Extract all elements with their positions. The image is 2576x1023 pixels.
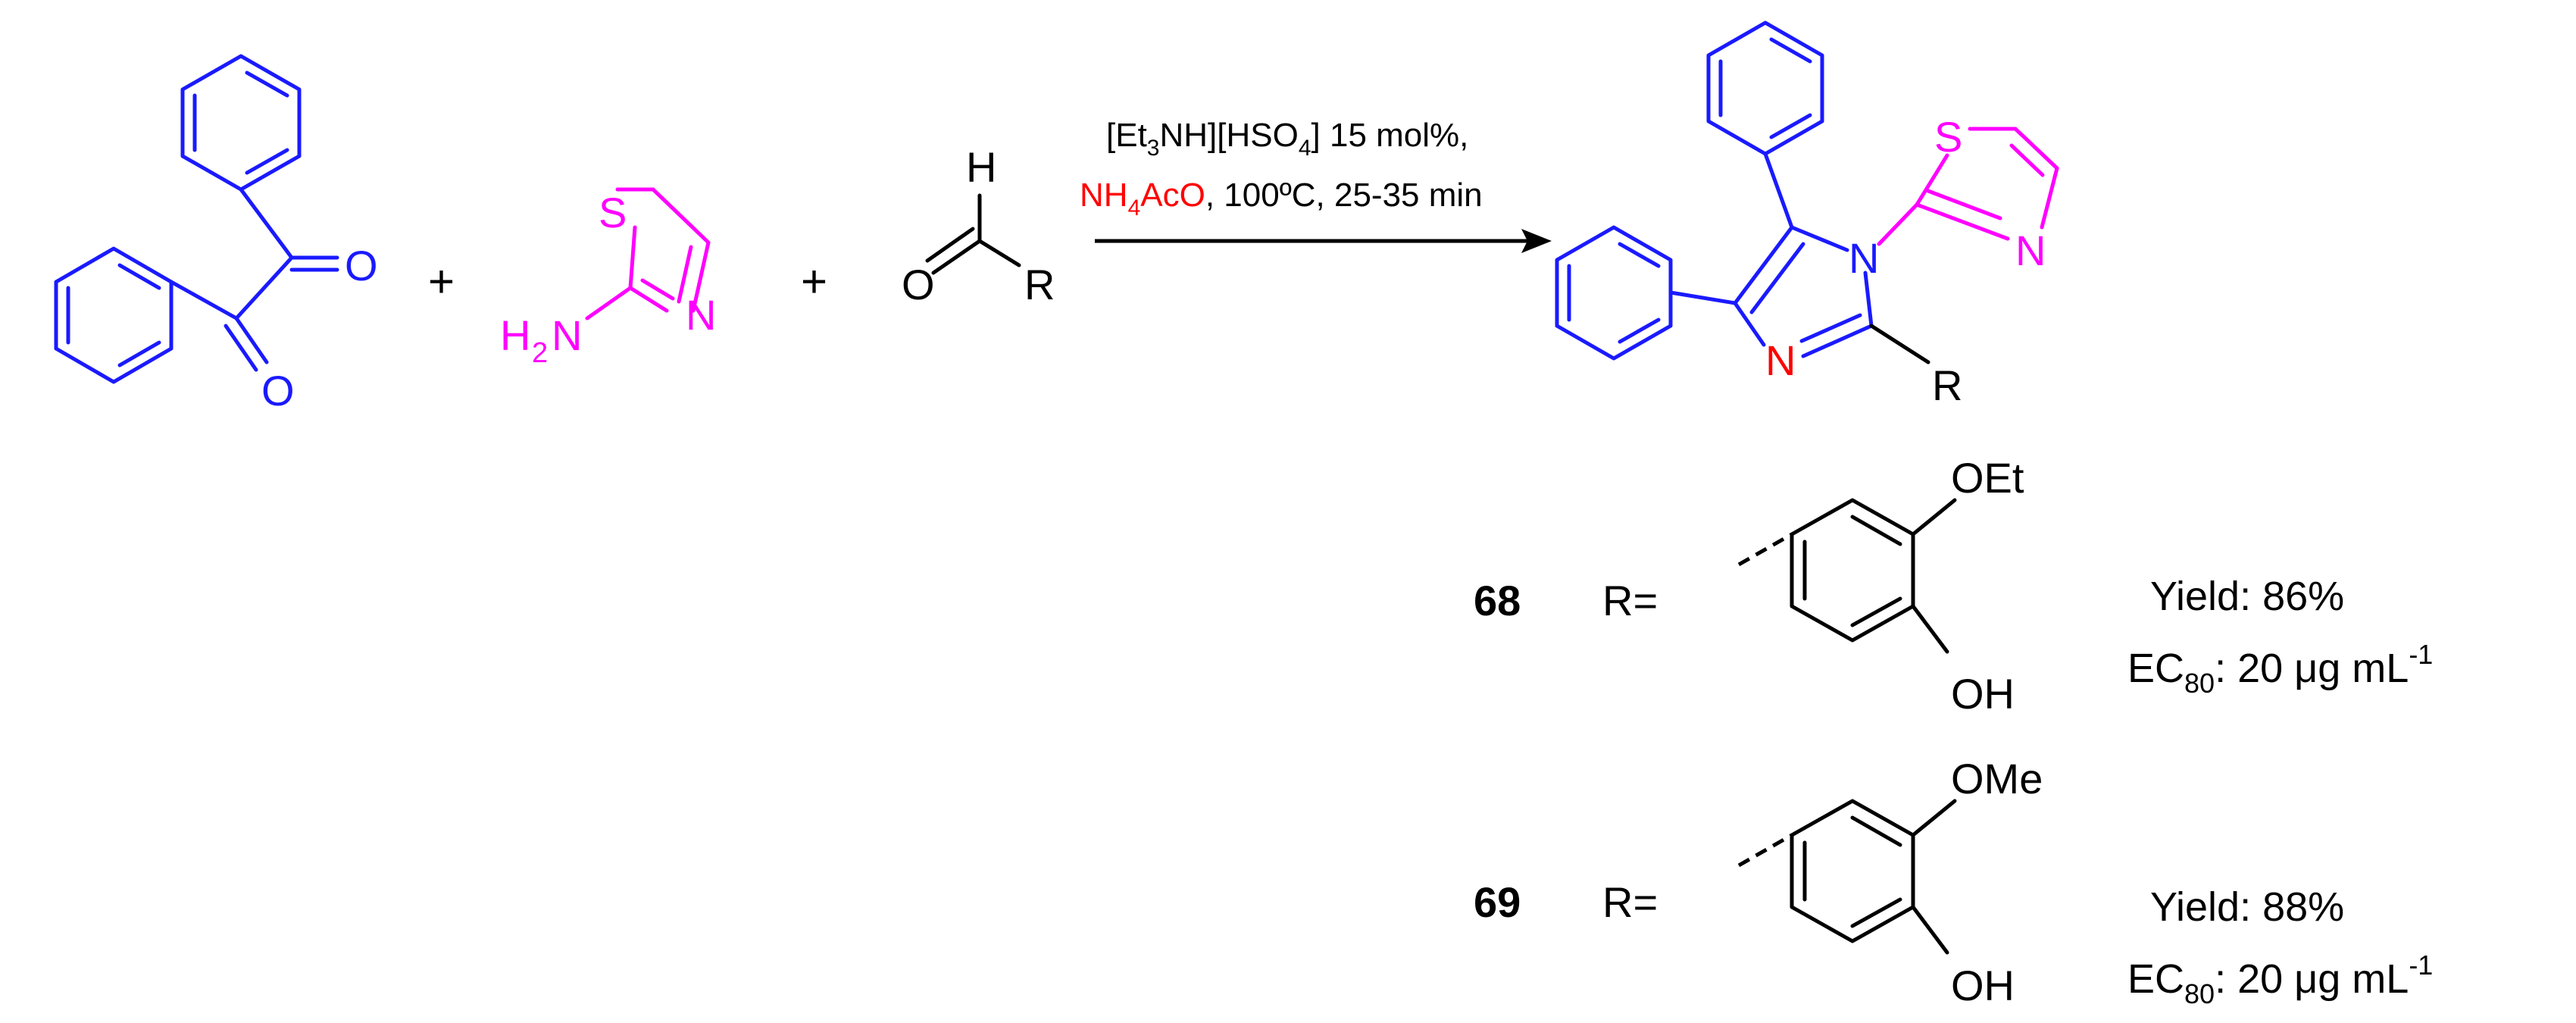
benzil-carbonyl-bond (234, 316, 269, 364)
entry-ec80: EC80: 20 μg mL-1 (2127, 949, 2433, 1009)
reaction-conditions: [Et3NH][HSO4] 15 mol%, NH4AcO, 100ºC, 25… (1080, 117, 1483, 221)
product-top-ring-inner-bond (1769, 113, 1812, 139)
product-left-phenyl-ring (1555, 225, 1673, 361)
product-left-ring-inner-bond (1618, 318, 1661, 344)
entry-number: 68 (1474, 577, 1521, 624)
benzil-bond (169, 280, 239, 321)
aryl-ring-inner-bond (1850, 815, 1902, 847)
aldehyde-bond (977, 239, 1021, 267)
product-thiazole-bond (2013, 127, 2059, 170)
imidazole-c4-c5-bond (1733, 225, 1794, 305)
benzil-lower-phenyl-ring (54, 246, 174, 384)
alkoxy-bond (1911, 498, 1957, 537)
aldehyde-molecule: H O R (902, 143, 1055, 308)
entry-yield: Yield: 88% (2150, 884, 2344, 930)
aldehyde-carbonyl-bond (925, 227, 975, 263)
product-r-bond (1869, 324, 1930, 364)
product-top-ring-inner-bond (1769, 37, 1812, 64)
benzil-carbonyl-bond (224, 324, 258, 372)
hydroxy-bond (1911, 604, 1949, 654)
entry-number: 69 (1474, 878, 1521, 926)
aryl-ring-inner-bond (1850, 515, 1902, 546)
imidazole-c2-n3-bond (1799, 313, 1862, 343)
imidazole-product: N N R S N (1555, 20, 2059, 409)
product-n1: N (1849, 234, 1879, 282)
benzil-upper-phenyl-ring (180, 54, 302, 192)
product-left-ring-inner-bond (1618, 242, 1661, 268)
aminothiazole-nitrogen: N (686, 291, 716, 339)
aminothiazole-ring-bond (651, 187, 711, 313)
imidazole-c4-c5-bond (1749, 242, 1805, 314)
aldehyde-hydrogen: H (966, 143, 996, 191)
substituent-top: OEt (1951, 454, 2024, 502)
reaction-arrow-head (1521, 229, 1552, 253)
aminothiazole-ring-bond (628, 286, 669, 313)
benzil-lower-ring-inner-bond (117, 263, 161, 290)
benzil-oxygen-bottom: O (261, 367, 295, 415)
product-thiazole-bond (2009, 143, 2045, 177)
substituent-bottom: OH (1951, 670, 2015, 718)
aminothiazole-molecule: S N H 2 N (500, 187, 716, 369)
benzil-bond (234, 255, 294, 321)
attachment-dashed-bond (1737, 532, 1793, 567)
product-thiazole-bond (1926, 189, 2002, 221)
hydroxy-bond (1911, 905, 1949, 955)
product-thiazole-sulfur: S (1934, 113, 1962, 161)
imidazole-n1-c2-bond (1863, 271, 1874, 328)
aryl-ring-inner-bond (1850, 897, 1902, 928)
entry-69: 69 R= OMe OH Yield: 88% EC80: 20 μg mL-1 (1474, 755, 2433, 1009)
aryl-ring (1790, 498, 1915, 643)
benzil-bond (239, 187, 294, 260)
product-thiazole-nitrogen: N (2015, 227, 2046, 274)
plus-sign-1: + (428, 256, 455, 307)
entry-r-label: R= (1602, 878, 1658, 926)
aldehyde-carbonyl-bond (931, 239, 982, 275)
aminothiazole-amine-bond (585, 286, 633, 321)
aldehyde-r-group: R (1024, 261, 1055, 308)
aldehyde-oxygen: O (902, 261, 935, 308)
aryl-ring (1790, 799, 1915, 943)
product-thiazole-bond (1915, 202, 2010, 241)
imidazole-c5-n1-bond (1790, 225, 1849, 252)
alkoxy-bond (1911, 799, 1957, 837)
product-n-thiazole-bond (1877, 202, 1919, 246)
aryl-ring-inner-bond (1850, 596, 1902, 627)
aminothiazole-amine-n: N (552, 311, 582, 359)
conditions-line-2: NH4AcO, 100ºC, 25-35 min (1080, 177, 1483, 221)
imidazole-c2-n3-bond (1801, 324, 1874, 358)
benzil-oxygen-top: O (345, 242, 378, 289)
aminothiazole-sulfur: S (599, 189, 627, 236)
aminothiazole-ring-bond (640, 278, 675, 301)
substituent-bottom: OH (1951, 962, 2015, 1009)
benzil-molecule: O O (54, 54, 378, 415)
benzil-upper-ring-inner-bond (245, 70, 289, 98)
aminothiazole-amine-h: H (500, 311, 530, 359)
benzil-lower-ring-inner-bond (117, 340, 161, 368)
substituent-top: OMe (1951, 755, 2043, 802)
entry-ec80: EC80: 20 μg mL-1 (2127, 639, 2433, 699)
attachment-dashed-bond (1737, 833, 1793, 868)
benzil-upper-ring-inner-bond (245, 148, 289, 175)
product-phenyl-link-bond (1763, 152, 1794, 230)
entry-r-label: R= (1602, 577, 1658, 624)
aminothiazole-ring-bond (628, 225, 637, 290)
imidazole-c4-n3-bond (1733, 301, 1766, 347)
conditions-line-1: [Et3NH][HSO4] 15 mol%, (1106, 117, 1468, 161)
product-n3: N (1765, 336, 1796, 384)
product-r-group: R (1932, 361, 1962, 409)
reaction-arrow (1095, 229, 1552, 253)
entry-yield: Yield: 86% (2150, 574, 2344, 619)
product-thiazole-bond (2040, 166, 2059, 230)
product-phenyl-link-bond (1668, 290, 1737, 305)
entry-68: 68 R= OEt OH Yield: 86% EC80: 20 μg mL-1 (1474, 454, 2433, 718)
aminothiazole-ring-bond (677, 245, 693, 304)
aminothiazole-amine-subscript: 2 (532, 337, 548, 369)
product-top-phenyl-ring (1706, 20, 1824, 156)
product-thiazole-bond (1915, 153, 1949, 207)
plus-sign-2: + (801, 256, 827, 307)
